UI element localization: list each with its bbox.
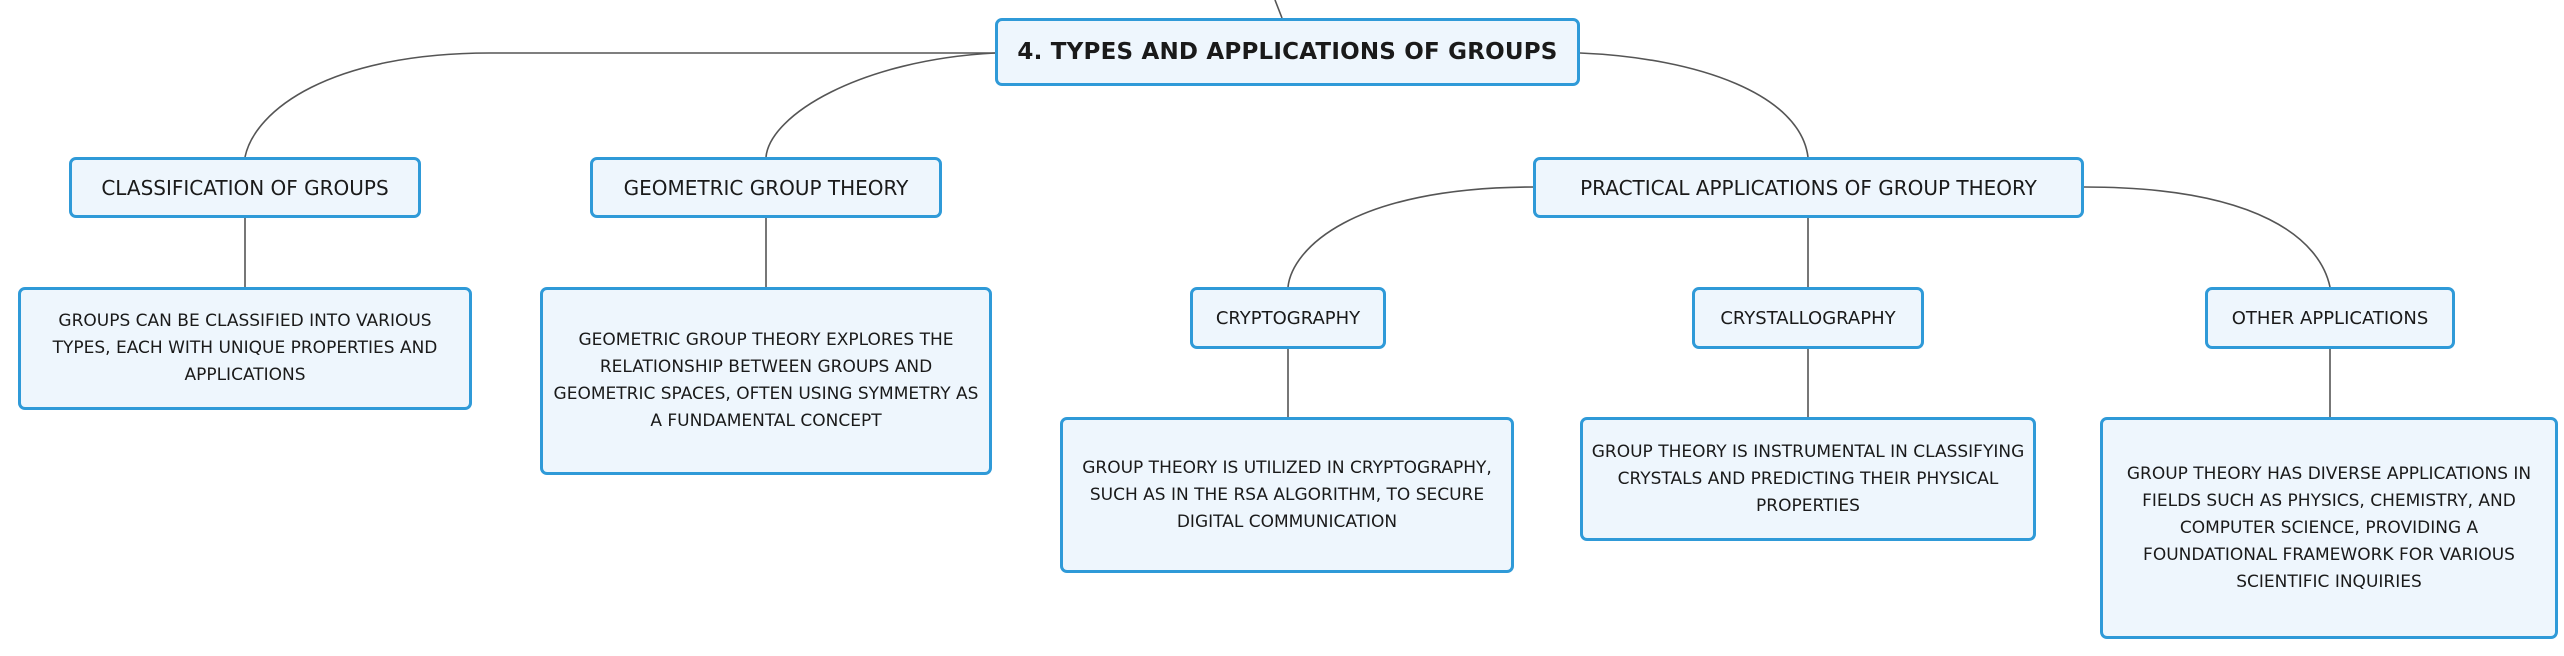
connector-root-to-practical [1579,52,1809,158]
connector-root-to-geometric [765,52,996,158]
topic-label: GEOMETRIC GROUP THEORY [623,175,909,200]
topic-label: CLASSIFICATION OF GROUPS [101,175,389,200]
connector-parent-to-root [1274,0,1283,19]
note-text: GROUP THEORY IS INSTRUMENTAL IN CLASSIFY… [1591,441,2025,516]
topic-practical-applications[interactable]: PRACTICAL APPLICATIONS OF GROUP THEORY [1533,157,2084,218]
connector-practical-to-cryptography [1287,186,1536,288]
root-topic-label: 4. TYPES AND APPLICATIONS OF GROUPS [1017,39,1558,65]
topic-label: OTHER APPLICATIONS [2231,307,2429,329]
note-text: GROUP THEORY HAS DIVERSE APPLICATIONS IN… [2126,463,2532,592]
topic-label: CRYSTALLOGRAPHY [1720,307,1896,329]
note-text: GROUP THEORY IS UTILIZED IN CRYPTOGRAPHY… [1082,457,1492,532]
note-classification-of-groups[interactable]: GROUPS CAN BE CLASSIFIED INTO VARIOUS TY… [18,287,472,410]
note-geometric-group-theory[interactable]: GEOMETRIC GROUP THEORY EXPLORES THE RELA… [540,287,992,475]
topic-label: CRYPTOGRAPHY [1215,307,1361,329]
topic-cryptography[interactable]: CRYPTOGRAPHY [1190,287,1386,349]
note-other-applications[interactable]: GROUP THEORY HAS DIVERSE APPLICATIONS IN… [2100,417,2558,639]
note-cryptography[interactable]: GROUP THEORY IS UTILIZED IN CRYPTOGRAPHY… [1060,417,1514,573]
note-text: GEOMETRIC GROUP THEORY EXPLORES THE RELA… [553,330,979,431]
topic-crystallography[interactable]: CRYSTALLOGRAPHY [1692,287,1924,349]
topic-classification-of-groups[interactable]: CLASSIFICATION OF GROUPS [69,157,421,218]
note-text: GROUPS CAN BE CLASSIFIED INTO VARIOUS TY… [52,311,438,385]
root-topic[interactable]: 4. TYPES AND APPLICATIONS OF GROUPS [995,18,1580,86]
topic-label: PRACTICAL APPLICATIONS OF GROUP THEORY [1580,175,2037,200]
topic-geometric-group-theory[interactable]: GEOMETRIC GROUP THEORY [590,157,942,218]
connector-root-to-classification [244,52,995,158]
note-crystallography[interactable]: GROUP THEORY IS INSTRUMENTAL IN CLASSIFY… [1580,417,2036,541]
connector-practical-to-other [2083,186,2331,288]
topic-other-applications[interactable]: OTHER APPLICATIONS [2205,287,2455,349]
